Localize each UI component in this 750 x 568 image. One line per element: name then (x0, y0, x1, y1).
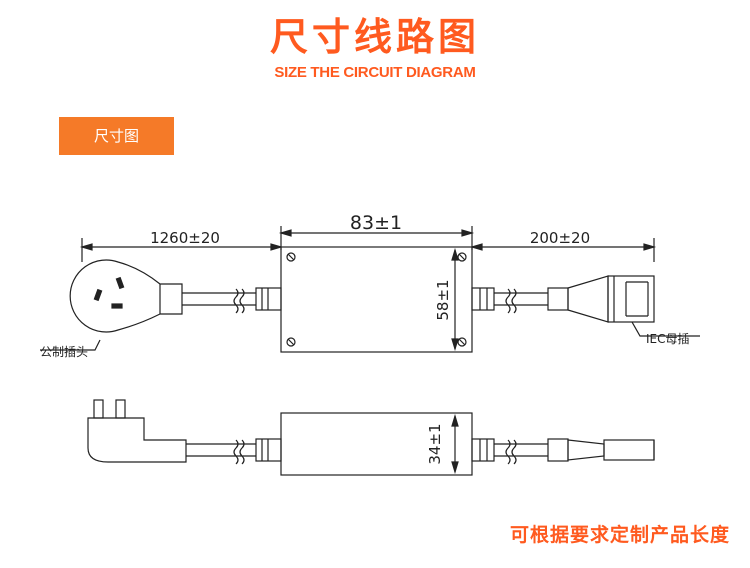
page-title: 尺寸线路图 (269, 15, 480, 59)
dimension-cable-right: 200±20 (469, 229, 657, 262)
socket-label-group: IEC母插 (631, 321, 700, 346)
dimension-box-width: 83±1 (278, 212, 475, 250)
section-badge: 尺寸图 (59, 117, 174, 155)
dim-label-box-height: 58±1 (434, 279, 452, 320)
cable-right-top (471, 287, 548, 314)
cable-left-top (182, 287, 282, 314)
label-iec-socket: IEC母插 (646, 332, 690, 346)
metric-plug-side (87, 399, 187, 463)
plug-label-group: 公制插头 (40, 339, 101, 359)
dim-label-box-thickness: 34±1 (426, 423, 444, 464)
power-box-side: 34±1 (280, 412, 473, 476)
power-box-top: 58±1 (280, 246, 473, 353)
dim-label-cable-right: 200±20 (530, 229, 590, 247)
footer-note: 可根据要求定制产品长度 (509, 524, 730, 546)
iec-socket-side (547, 438, 655, 462)
cable-left-side (186, 438, 282, 465)
dim-label-box-width: 83±1 (350, 212, 402, 234)
page-subtitle: SIZE THE CIRCUIT DIAGRAM (274, 64, 476, 81)
label-metric-plug: 公制插头 (40, 345, 88, 359)
iec-socket-top (547, 275, 655, 323)
cable-right-side (471, 438, 548, 465)
dimension-cable-left: 1260±20 (79, 229, 284, 262)
dim-label-cable-left: 1260±20 (150, 229, 220, 247)
metric-plug-top (69, 259, 183, 333)
